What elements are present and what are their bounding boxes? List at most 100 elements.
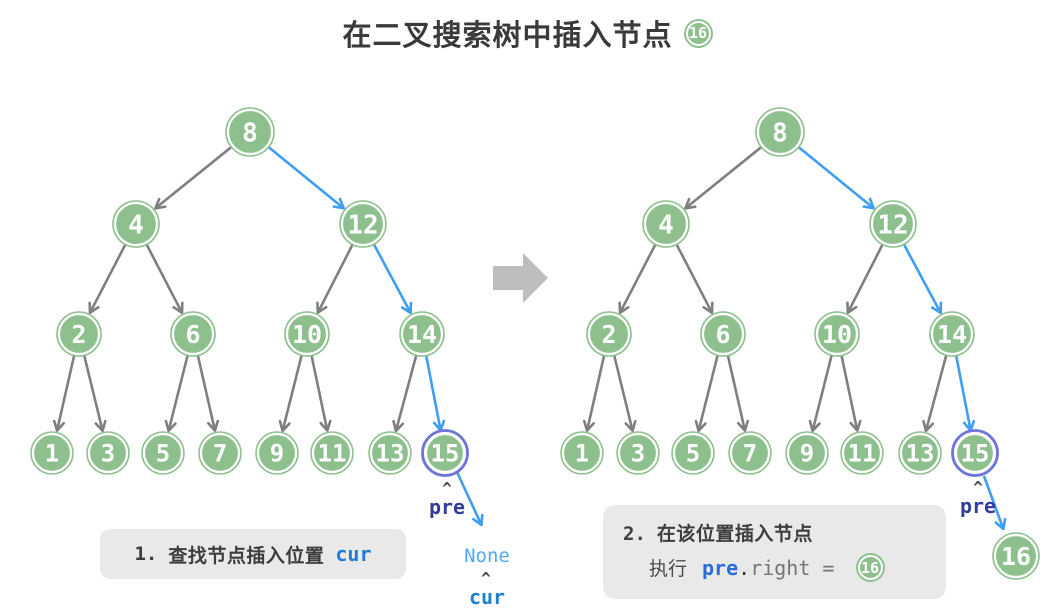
svg-text:5: 5	[156, 440, 170, 468]
svg-text:4: 4	[658, 210, 674, 240]
svg-text:8: 8	[772, 118, 788, 148]
title-node-badge: 16	[685, 20, 711, 46]
step2-caption-box: 2. 在该位置插入节点 执行 pre . right = 16	[603, 505, 946, 599]
svg-text:3: 3	[101, 440, 115, 468]
svg-text:12: 12	[347, 210, 378, 240]
step2-node-badge: 16	[857, 555, 883, 580]
svg-text:6: 6	[715, 320, 730, 349]
svg-text:10: 10	[292, 320, 322, 349]
step2-exec-label: 执行	[649, 559, 688, 580]
svg-text:2: 2	[71, 320, 86, 349]
left-edge-12-14	[372, 243, 413, 315]
left-edge-14-15	[424, 355, 446, 432]
left-edge-2-3	[82, 355, 107, 433]
left-edge-14-13	[392, 354, 418, 433]
right-tree-node-6: 6	[700, 311, 746, 357]
svg-text:11: 11	[318, 440, 347, 468]
left-tree-node-4: 4	[112, 200, 160, 248]
step2-code-dot: .	[738, 555, 751, 580]
step1-caption-box: 1. 查找节点插入位置 cur	[100, 529, 406, 579]
svg-text:16: 16	[1001, 542, 1031, 571]
svg-text:14: 14	[407, 320, 437, 349]
left-edge-4-2	[88, 243, 127, 315]
right-tree-node-9: 9	[785, 431, 829, 475]
right-tree-node-15: 15	[951, 429, 999, 477]
step2-code-pre: pre	[702, 555, 739, 580]
step2-line1: 2. 在该位置插入节点	[623, 519, 946, 546]
left-tree-node-5: 5	[141, 431, 185, 475]
svg-text:13: 13	[906, 440, 935, 468]
svg-text:12: 12	[877, 210, 908, 240]
right-edge-14-13	[922, 354, 948, 433]
left-tree-node-11: 11	[310, 431, 354, 475]
right-edge-2-3	[612, 355, 637, 433]
cur-label: cur	[468, 585, 506, 609]
right-edge-6-5	[694, 355, 719, 433]
right-edge-14-15	[954, 355, 976, 432]
svg-text:10: 10	[822, 320, 852, 349]
svg-text:13: 13	[376, 440, 405, 468]
right-tree-node-5: 5	[671, 431, 715, 475]
right-edge-12-14	[902, 243, 943, 315]
svg-text:14: 14	[937, 320, 967, 349]
right-tree-node-12: 12	[869, 200, 917, 248]
left-tree-node-10: 10	[284, 311, 330, 357]
step2-text: 在该位置插入节点	[656, 524, 813, 545]
svg-text:15: 15	[961, 440, 990, 468]
svg-text:8: 8	[242, 118, 258, 148]
right-tree-node-7: 7	[728, 431, 772, 475]
svg-text:1: 1	[45, 440, 59, 468]
cur-caret-icon: ^	[481, 569, 491, 588]
right-tree-node-8: 8	[755, 107, 805, 157]
left-tree-node-6: 6	[170, 311, 216, 357]
left-edge-12-10	[316, 243, 354, 314]
svg-text:5: 5	[686, 440, 700, 468]
svg-text:9: 9	[800, 440, 814, 468]
right-tree-node-4: 4	[642, 200, 690, 248]
left-pre-label: pre	[428, 495, 466, 519]
left-edge-8-4	[154, 146, 233, 210]
svg-text:4: 4	[128, 210, 144, 240]
svg-text:9: 9	[270, 440, 284, 468]
left-edge-2-1	[52, 355, 76, 432]
none-label: None	[464, 545, 510, 567]
right-new-node-16: 16	[992, 532, 1040, 580]
step2-line2: 执行 pre . right = 16	[649, 554, 946, 581]
left-edge-8-12	[267, 146, 345, 210]
right-edge-8-4	[684, 146, 763, 210]
svg-text:11: 11	[848, 440, 877, 468]
right-edge-4-2	[618, 243, 657, 315]
svg-text:15: 15	[431, 440, 460, 468]
right-tree-node-14: 14	[929, 311, 975, 357]
left-arrow-15-to-none	[455, 471, 484, 527]
left-tree-node-13: 13	[368, 431, 412, 475]
page-title: 在二叉搜索树中插入节点 16	[0, 14, 1053, 52]
svg-text:3: 3	[631, 440, 645, 468]
svg-text:7: 7	[213, 440, 227, 468]
right-pre-label: pre	[959, 494, 997, 518]
svg-text:2: 2	[601, 320, 616, 349]
right-edge-12-10	[846, 243, 884, 314]
right-pre-caret-icon: ^	[973, 478, 983, 497]
left-tree-node-14: 14	[399, 311, 445, 357]
left-tree-node-8: 8	[225, 107, 275, 157]
right-arrow-15-to-16	[982, 475, 1007, 531]
left-tree-node-15: 15	[421, 429, 469, 477]
right-edge-2-1	[582, 355, 606, 432]
left-edge-4-6	[145, 243, 184, 315]
svg-text:1: 1	[575, 440, 589, 468]
svg-text:7: 7	[743, 440, 757, 468]
right-edge-10-9	[808, 355, 833, 433]
left-pre-caret-icon: ^	[442, 479, 452, 498]
left-edge-10-9	[278, 355, 303, 433]
right-edge-4-6	[675, 243, 714, 315]
left-edge-6-5	[164, 355, 189, 433]
right-tree-node-11: 11	[840, 431, 884, 475]
step1-text: 查找节点插入位置	[168, 545, 325, 567]
right-edge-8-12	[797, 146, 875, 210]
left-tree-node-7: 7	[198, 431, 242, 475]
right-edge-6-7	[726, 355, 750, 432]
step1-number: 1.	[134, 543, 158, 565]
